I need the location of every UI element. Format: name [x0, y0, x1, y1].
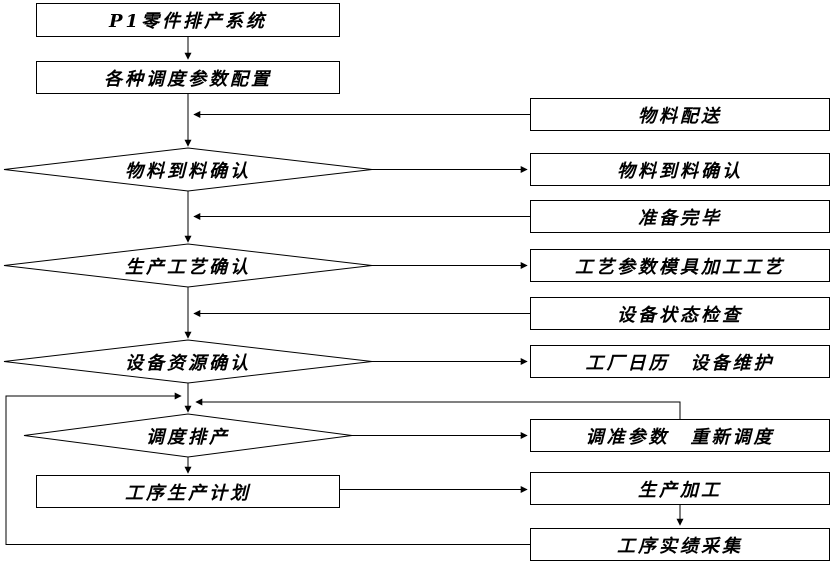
node-factory-calendar: 工厂日历 设备维护 — [530, 345, 830, 378]
node-material-confirm: 物料到料确认 — [530, 153, 830, 186]
node-start: P1零件排产系统 — [36, 3, 340, 37]
arrow-adjust-feedback — [195, 398, 681, 419]
node-result-collection: 工序实绩采集 — [530, 528, 830, 561]
arrows — [5, 37, 684, 545]
decision-shape-material-check — [3, 147, 373, 192]
node-param-config: 各种调度参数配置 — [36, 61, 340, 94]
decision-shape-equipment-check — [3, 339, 373, 384]
decision-shape-process-check — [3, 243, 373, 288]
node-adjust-reschedule: 调准参数 重新调度 — [530, 419, 830, 452]
decision-shapes — [3, 147, 373, 458]
node-process-plan: 工序生产计划 — [36, 475, 340, 508]
node-equipment-status: 设备状态检查 — [530, 297, 830, 330]
decision-shape-scheduling — [23, 413, 353, 458]
arrow-results-feedback — [5, 392, 530, 545]
node-production: 生产加工 — [530, 472, 830, 505]
node-material-delivery: 物料配送 — [530, 98, 830, 131]
node-process-params: 工艺参数模具加工工艺 — [530, 249, 830, 282]
node-ready: 准备完毕 — [530, 200, 830, 233]
